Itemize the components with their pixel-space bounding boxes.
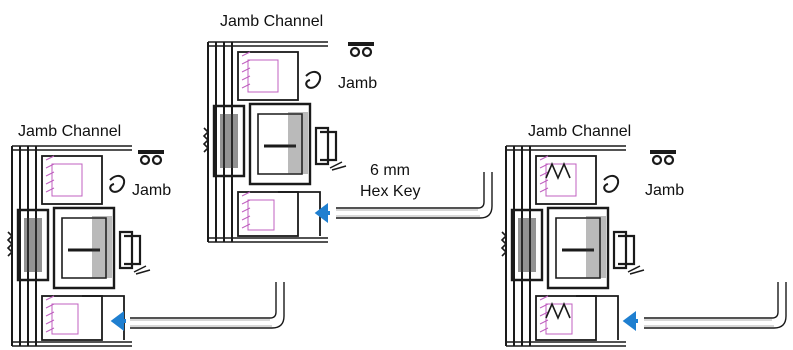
right-hex-key-icon xyxy=(644,282,787,329)
left-jamb-clip-icon xyxy=(136,148,166,166)
center-jamb-channel-label: Jamb Channel xyxy=(220,13,323,30)
center-jamb-clip-icon xyxy=(346,40,376,58)
right-assembly: Jamb Channel Jamb xyxy=(500,123,787,348)
right-blue-arrow-icon xyxy=(622,311,638,331)
right-jamb-clip-icon xyxy=(648,148,678,166)
right-jamb-channel-label: Jamb Channel xyxy=(528,123,631,140)
right-jamb-label: Jamb xyxy=(645,182,684,199)
left-hex-key-icon xyxy=(130,282,285,329)
left-assembly: Jamb Channel Jamb xyxy=(6,123,285,348)
left-frame-profile xyxy=(6,144,152,348)
center-jamb-label: Jamb xyxy=(338,75,377,92)
hex-key-label: Hex Key xyxy=(360,183,420,200)
center-blue-arrow-icon xyxy=(314,203,330,223)
left-jamb-channel-label: Jamb Channel xyxy=(18,123,121,140)
left-jamb-label: Jamb xyxy=(132,182,171,199)
right-frame-profile xyxy=(500,144,646,348)
hex-key-size-label: 6 mm xyxy=(370,162,410,179)
left-blue-arrow-icon xyxy=(110,311,126,331)
center-hex-key-icon xyxy=(336,172,493,219)
center-assembly: Jamb Channel Jamb 6 mm Hex Key xyxy=(202,13,493,244)
